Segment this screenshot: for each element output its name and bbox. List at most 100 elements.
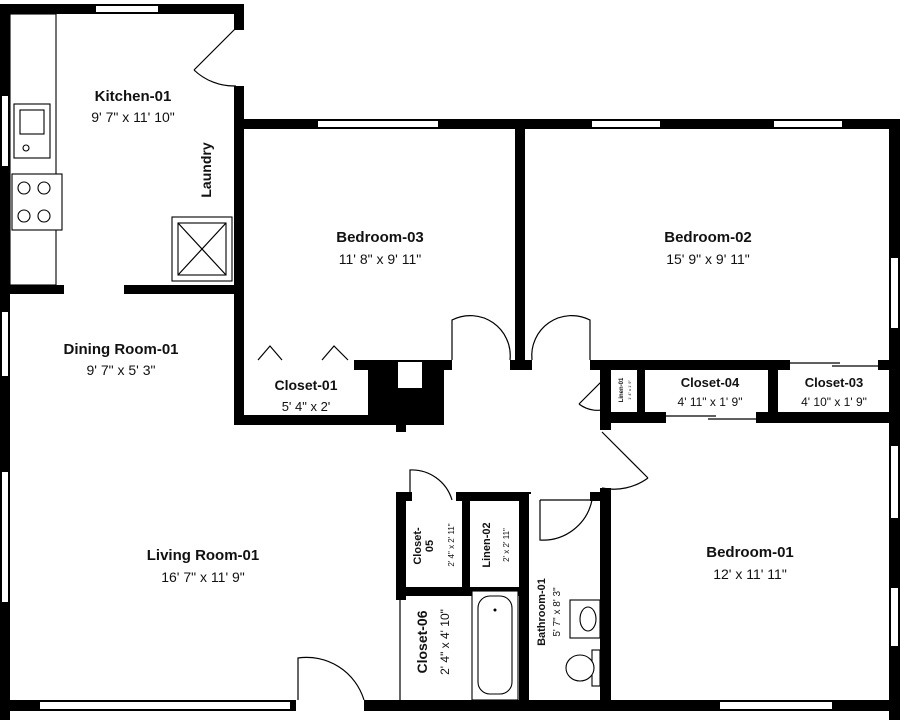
- window-living-left: [2, 472, 8, 602]
- door-swings: [193, 27, 880, 701]
- window-bedroom1-bottom: [720, 702, 832, 709]
- closet4-dims: 4' 11" x 1' 9": [678, 395, 743, 409]
- wall-kitchen-dining-left: [0, 285, 64, 294]
- door-closet5: [409, 469, 453, 501]
- window-bath-wall: [542, 494, 590, 499]
- kitchen-name: Kitchen-01: [95, 88, 172, 105]
- door-bath: [539, 499, 593, 541]
- linen2-name: Linen-02: [481, 522, 493, 567]
- bedroom2-dims: 15' 9" x 9' 11": [666, 251, 750, 267]
- opening-closet3-door: [790, 360, 878, 370]
- wall-bedrooms-top: [234, 119, 900, 129]
- dining-dims: 9' 7" x 5' 3": [87, 362, 156, 378]
- sink-drain: [22, 144, 30, 152]
- living-dims: 16' 7" x 11' 9": [161, 569, 245, 585]
- wall-bedroom3-left: [234, 119, 244, 424]
- linen1-dims: 1' 4" x 1' 9": [627, 380, 632, 400]
- laundry-cross: [177, 222, 227, 276]
- closet5-name-line2: 05: [424, 540, 436, 552]
- wall-closets-bottom: [396, 587, 529, 596]
- wall-kitchen-dining-right: [124, 285, 244, 294]
- opening-bedroom3-door: [452, 360, 510, 370]
- linen2-dims: 2' x 2' 11": [502, 528, 511, 562]
- opening-bedroom2-door: [532, 360, 590, 370]
- vanity-basin: [579, 606, 597, 632]
- window-bedroom2-top-b: [774, 121, 842, 127]
- fixtures: [9, 13, 601, 701]
- closet5-name-line1: Closet-: [412, 527, 424, 565]
- wall-linen2-bath: [519, 500, 529, 710]
- closet5-dims: 2' 4" x 2' 11": [447, 523, 456, 566]
- bedroom3-dims: 11' 8" x 9' 11": [339, 251, 422, 267]
- window-bedroom1-right: [891, 446, 898, 518]
- burner-3: [17, 209, 31, 223]
- door-closet1-left: [257, 345, 283, 361]
- room-labels: Kitchen-01 9' 7" x 11' 10" Laundry Bedro…: [64, 88, 867, 675]
- window-bedroom3-top: [318, 121, 438, 127]
- wall-linen1-closet4: [637, 367, 645, 417]
- door-closet4-slider: [666, 415, 758, 420]
- wall-closet-row-left: [600, 360, 611, 430]
- door-bedroom2: [531, 315, 591, 361]
- wall-closet5-linen2: [462, 500, 470, 595]
- window-living-bottom: [40, 702, 290, 709]
- laundry-name: Laundry: [198, 142, 214, 197]
- window-bedroom2-right: [891, 258, 898, 328]
- window-bedroom2-top: [592, 121, 660, 127]
- wall-closet1-bottom: [234, 415, 444, 425]
- closet4-name: Closet-04: [681, 375, 740, 390]
- living-name: Living Room-01: [147, 547, 260, 564]
- bedroom3-name: Bedroom-03: [336, 229, 424, 246]
- opening-closet1-doors: [244, 360, 354, 370]
- bathroom-dims: 5' 7" x 8' 3": [552, 587, 563, 637]
- window-bedroom1-right-b: [891, 588, 898, 646]
- wall-bedroom3-bedroom2: [515, 119, 525, 369]
- closet3-name: Closet-03: [805, 375, 864, 390]
- bedroom1-dims: 12' x 11' 11": [713, 566, 787, 582]
- closet1-dims: 5' 4" x 2': [282, 399, 331, 414]
- window-kitchen-left: [2, 96, 8, 166]
- closet6-name: Closet-06: [414, 610, 430, 673]
- door-bedroom3: [451, 315, 511, 361]
- window-dining-left: [2, 312, 8, 376]
- door-bedroom1: [601, 431, 649, 490]
- dining-name: Dining Room-01: [64, 341, 179, 358]
- door-openings: [234, 30, 878, 711]
- opening-closet6-door: [396, 600, 406, 700]
- bathroom-name: Bathroom-01: [536, 578, 548, 646]
- toilet-bowl: [565, 654, 595, 682]
- burner-4: [37, 209, 51, 223]
- opening-kitchen-door: [234, 30, 244, 86]
- wall-bottom: [0, 700, 900, 711]
- wall-bedroom1-left: [600, 488, 611, 710]
- kitchen-sink-basin: [19, 109, 45, 135]
- window-kitchen-top: [96, 6, 158, 12]
- bedroom2-name: Bedroom-02: [664, 229, 752, 246]
- opening-duct: [398, 362, 422, 388]
- stove: [11, 173, 63, 231]
- opening-closet4-door: [666, 412, 756, 423]
- wall-utility-top-right: [590, 492, 610, 501]
- opening-living-door: [296, 700, 364, 711]
- opening-bedroom1-door: [600, 430, 611, 488]
- chimney-tail: [396, 420, 406, 432]
- windows: [2, 6, 898, 709]
- door-living: [297, 656, 365, 701]
- wall-closet4-closet3: [768, 367, 778, 417]
- burner-1: [17, 181, 31, 195]
- door-closet3-slider: [790, 362, 880, 367]
- opening-bath-door: [529, 494, 542, 501]
- linen1-name: Linen-01: [619, 377, 625, 402]
- door-linen1: [578, 373, 610, 411]
- bathtub-inner: [477, 595, 513, 695]
- wall-utility-top-mid: [456, 492, 531, 501]
- closet1-name: Closet-01: [274, 377, 337, 393]
- door-closet1-right: [321, 345, 349, 361]
- closet6-dims: 2' 4" x 4' 10": [438, 609, 452, 675]
- door-kitchen: [193, 27, 237, 87]
- kitchen-dims: 9' 7" x 11' 10": [91, 109, 175, 125]
- tub-drain: [493, 608, 497, 612]
- closet3-dims: 4' 10" x 1' 9": [801, 395, 867, 409]
- burner-2: [37, 181, 51, 195]
